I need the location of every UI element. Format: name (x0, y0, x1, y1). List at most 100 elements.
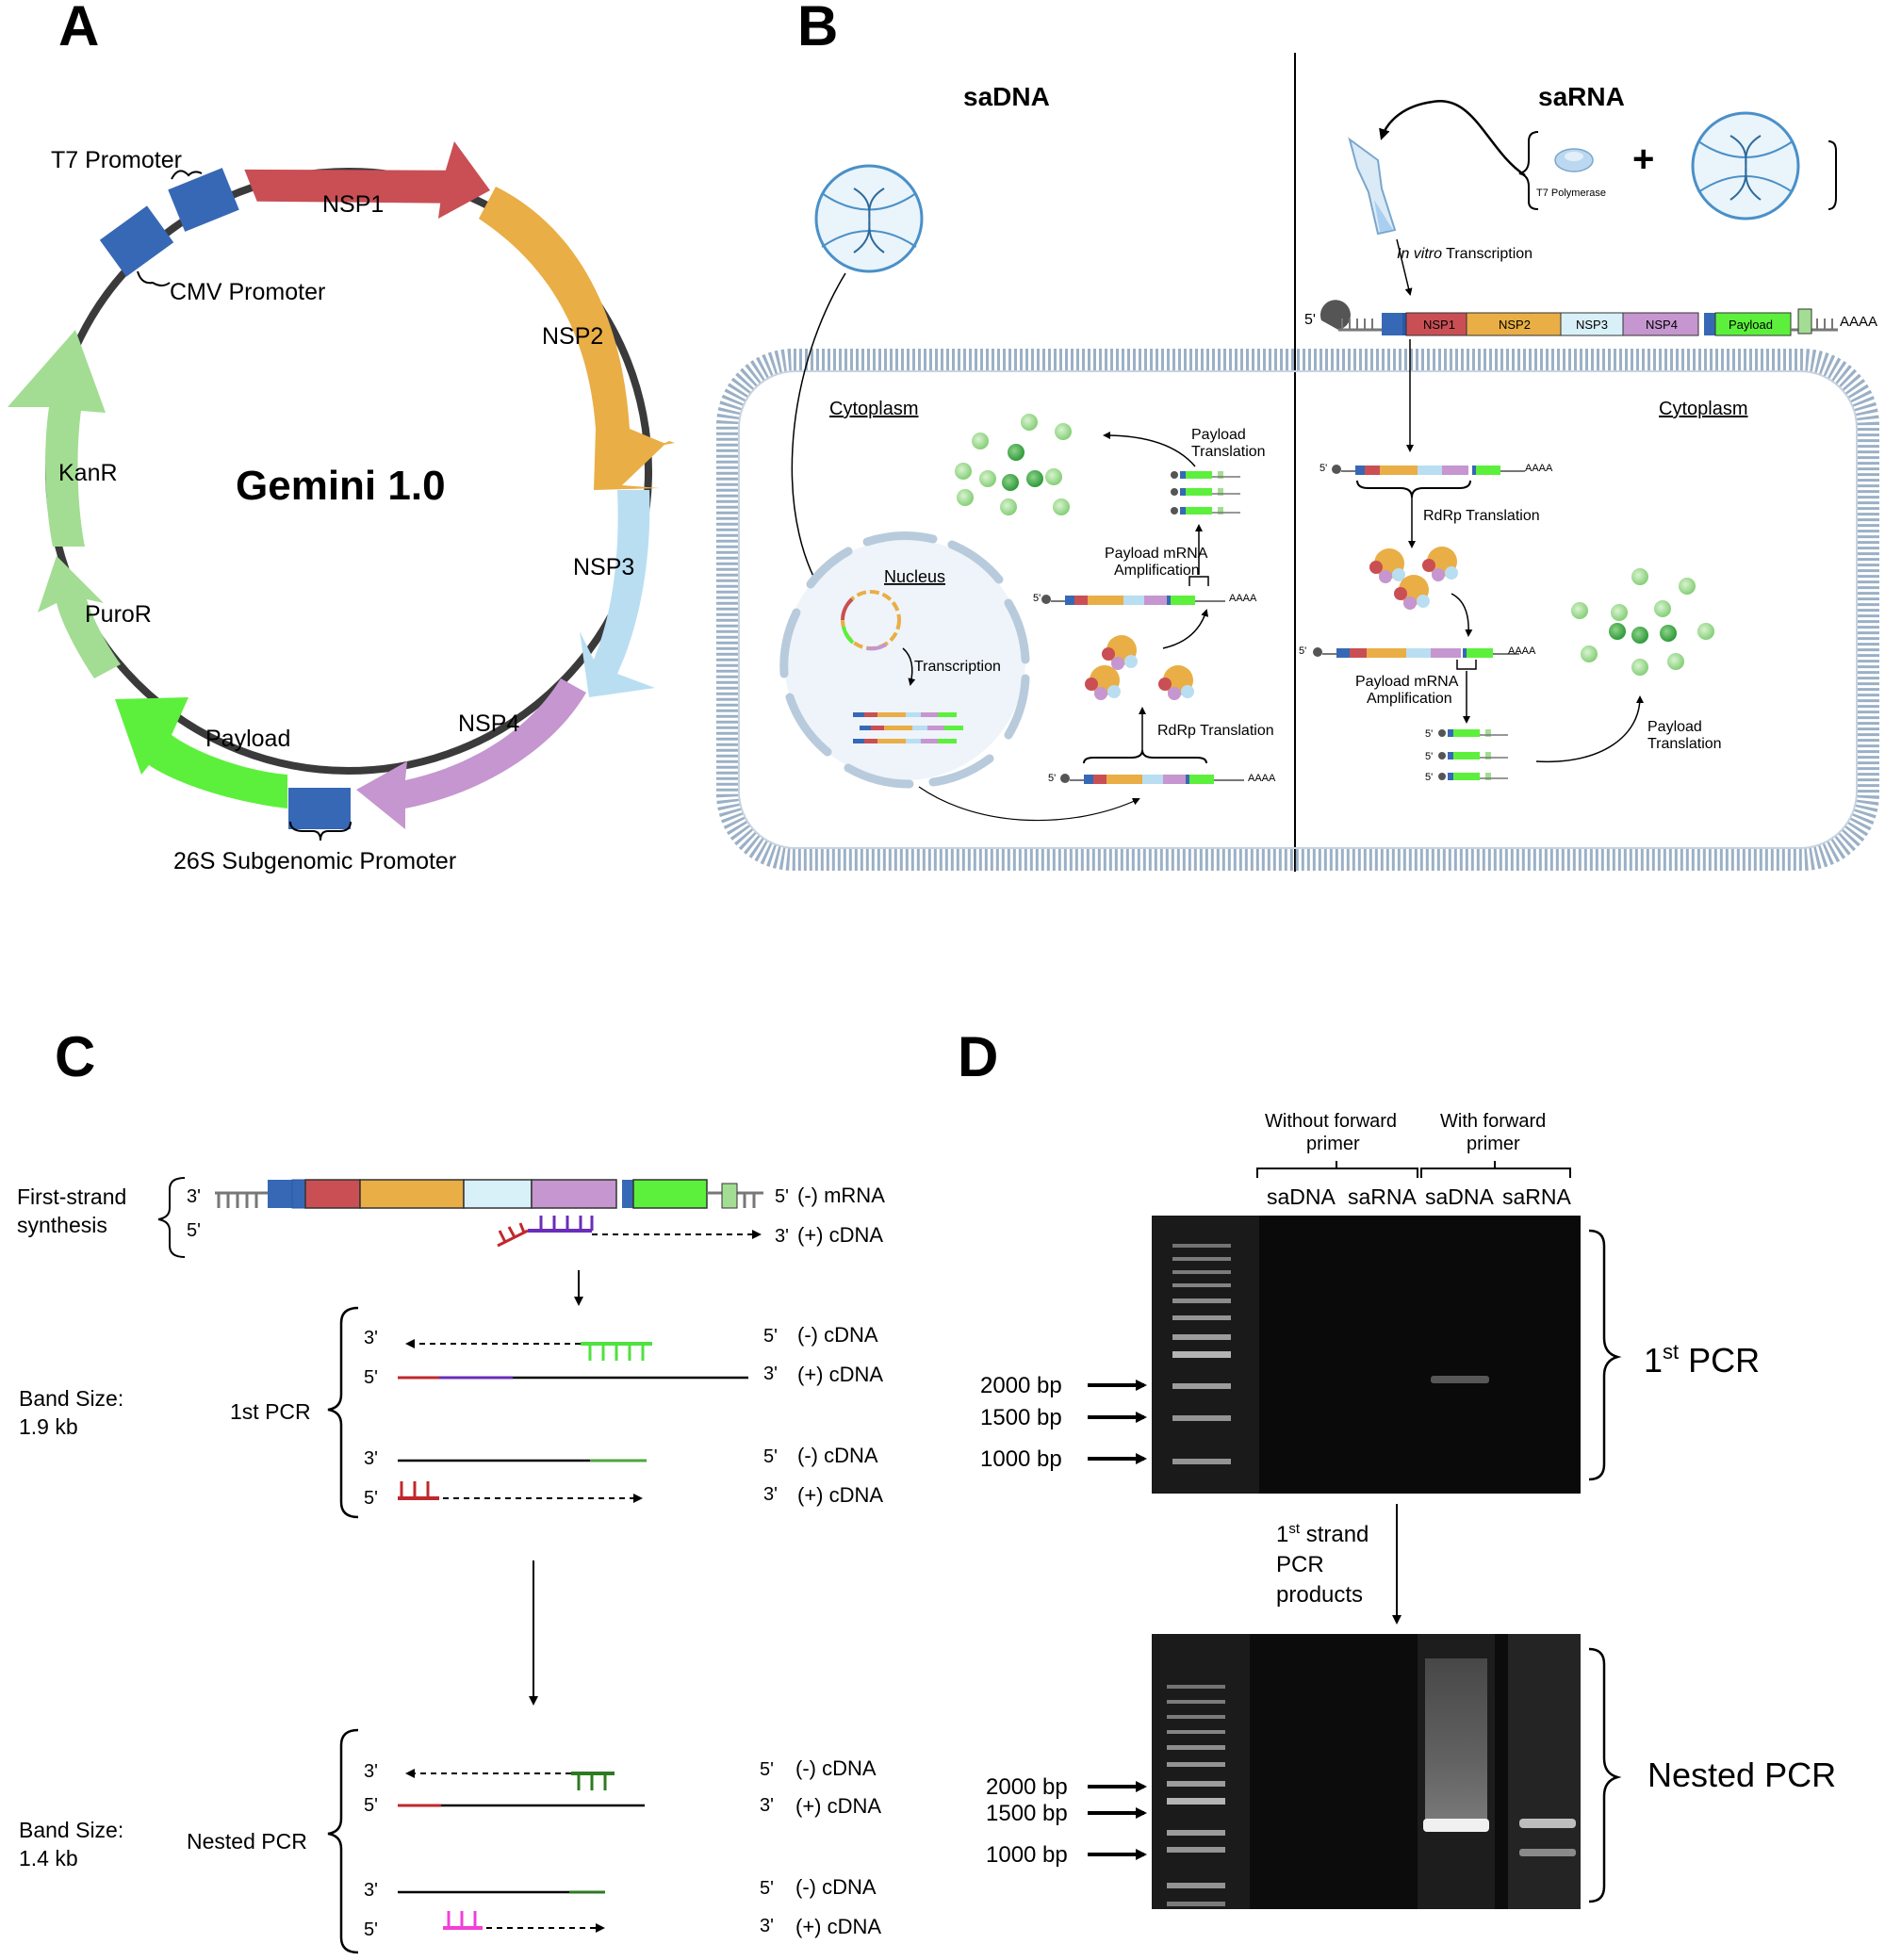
marker-1000-1: 1000 bp (980, 1446, 1062, 1472)
nsp1-arrow (244, 141, 490, 219)
polya-rm: AAAA (1508, 645, 1536, 657)
pt-label-right-2: Translation (1647, 736, 1722, 752)
pt-label-right-1: Payload (1647, 719, 1702, 735)
panel-c: C First-strand synthesis 3' 5' 5' (-) mR… (17, 1025, 885, 1954)
genome-box-nsp3: NSP3 (1576, 318, 1608, 332)
marker-2000-2: 2000 bp (986, 1774, 1068, 1800)
t7-polymerase-label: T7 Polymerase (1536, 188, 1606, 199)
replicase-right (1369, 547, 1458, 610)
polya-bl: AAAA (1248, 773, 1276, 784)
panel-label-c: C (55, 1025, 95, 1088)
first-pcr-sup: st (1663, 1340, 1679, 1364)
first-strand-label-2: synthesis (17, 1213, 107, 1237)
genome-box-nsp2: NSP2 (1499, 318, 1531, 332)
sg-promoter-box (288, 788, 351, 829)
sg-bracket (289, 821, 352, 841)
panel-a: A Gemini 1.0 T7 Promoter CMV Promoter NS… (8, 0, 675, 874)
plus-sign: + (1632, 139, 1654, 180)
without-bracket (1256, 1161, 1418, 1178)
band1-label-1: Band Size: (19, 1386, 123, 1411)
gel-1-band (1431, 1376, 1489, 1383)
n1-3: 3' (364, 1761, 378, 1782)
mrna-3prime: 3' (187, 1186, 201, 1207)
without-label-2: primer (1306, 1134, 1360, 1154)
nsp2-arrow (479, 187, 675, 490)
payload-label: Payload (205, 726, 290, 752)
mrna-5prime: 5' (775, 1186, 789, 1207)
dna-plasmid-icon-left (814, 164, 924, 273)
t7-polymerase-icon (1554, 148, 1594, 172)
pt-arrow-left (1103, 432, 1196, 467)
marker-1500-2: 1500 bp (986, 1801, 1068, 1826)
brace-nested-gel (1588, 1647, 1622, 1903)
strand-label-2: PCR (1276, 1552, 1324, 1577)
sg-label: 26S Subgenomic Promoter (173, 848, 456, 874)
panel-b: B saDNA saRNA Cytoplasm Cytoplasm (716, 0, 1879, 872)
amp-label-left-2: Amplification (1114, 563, 1200, 579)
gel-2-lane-4-band-2 (1519, 1849, 1576, 1856)
n2-3: 3' (364, 1880, 378, 1901)
p1-plus-cdna: (+) cDNA (797, 1363, 883, 1386)
five-prime-s1: 5' (1425, 728, 1433, 740)
t7-label: T7 Promoter (51, 147, 182, 173)
payload-arrow (115, 697, 287, 808)
brace-nested-pcr (327, 1728, 359, 1954)
marker-1500-1: 1500 bp (980, 1405, 1062, 1430)
genome-box-payload: Payload (1729, 318, 1773, 332)
cell-membrane-inner (738, 370, 1858, 849)
ivt-arrow (1396, 238, 1413, 296)
p1-minus-cdna: (-) cDNA (797, 1323, 878, 1347)
band1-label-2: 1.9 kb (19, 1414, 78, 1439)
strand-sup: st (1288, 1521, 1301, 1537)
genome-rna-mid-left (1041, 595, 1225, 605)
genome-box-nsp4: NSP4 (1646, 318, 1678, 332)
ladder-1 (1172, 1244, 1231, 1464)
export-arrow (918, 786, 1140, 822)
p1-5: 5' (364, 1367, 378, 1388)
n1-5: 5' (364, 1795, 378, 1816)
lane-label-3: saDNA (1425, 1184, 1495, 1209)
p1-5r: 5' (763, 1326, 778, 1347)
nested-pcr-label: Nested PCR (187, 1829, 307, 1854)
first-pcr-label: 1st PCR (230, 1399, 311, 1424)
band2-label-1: Band Size: (19, 1818, 123, 1842)
pcr1-rev-primer (581, 1342, 652, 1361)
nested-fwd-primer (443, 1911, 605, 1933)
genome-rna-big (1320, 300, 1838, 336)
cmv-promoter-box (99, 205, 174, 277)
n1-5r: 5' (760, 1759, 774, 1780)
n2-5: 5' (364, 1919, 378, 1940)
n2-5r: 5' (760, 1878, 774, 1899)
first-strand-label-1: First-strand (17, 1184, 126, 1209)
nsp1-label: NSP1 (322, 191, 384, 218)
input-bracket-right (1828, 140, 1837, 210)
nsp3-label: NSP3 (573, 554, 634, 580)
polya-ml: AAAA (1229, 593, 1257, 604)
p2-3: 3' (364, 1448, 378, 1469)
ladder-2 (1167, 1685, 1225, 1906)
input-arrow (1379, 100, 1526, 177)
panel-label-d: D (958, 1025, 998, 1088)
n2-plus-cdna: (+) cDNA (795, 1915, 881, 1938)
rdrp-label-left: RdRp Translation (1157, 723, 1274, 739)
genome-rna-bottom-left (1060, 774, 1244, 784)
without-label-1: Without forward (1265, 1111, 1397, 1132)
marker-1000-2: 1000 bp (986, 1842, 1068, 1868)
brace-right-mid (1456, 660, 1477, 670)
n2-3r: 3' (760, 1916, 774, 1936)
pcr1-fwd-primer (398, 1481, 643, 1503)
protein-dots-right (1571, 568, 1714, 676)
with-label-1: With forward (1440, 1111, 1546, 1132)
brace-1st-pcr (327, 1306, 359, 1519)
amp-label-right-2: Amplification (1367, 691, 1452, 707)
cytoplasm-label-right: Cytoplasm (1659, 399, 1747, 419)
nsp3-arrow (580, 490, 655, 697)
marker-2000-1: 2000 bp (980, 1373, 1062, 1398)
replicase-left (1085, 635, 1194, 700)
with-bracket (1420, 1161, 1571, 1178)
brace-mid-left (1188, 576, 1209, 586)
pt-arrow-right (1535, 695, 1644, 763)
cdna-5prime: 5' (187, 1220, 201, 1241)
transcription-arrow (902, 647, 916, 686)
